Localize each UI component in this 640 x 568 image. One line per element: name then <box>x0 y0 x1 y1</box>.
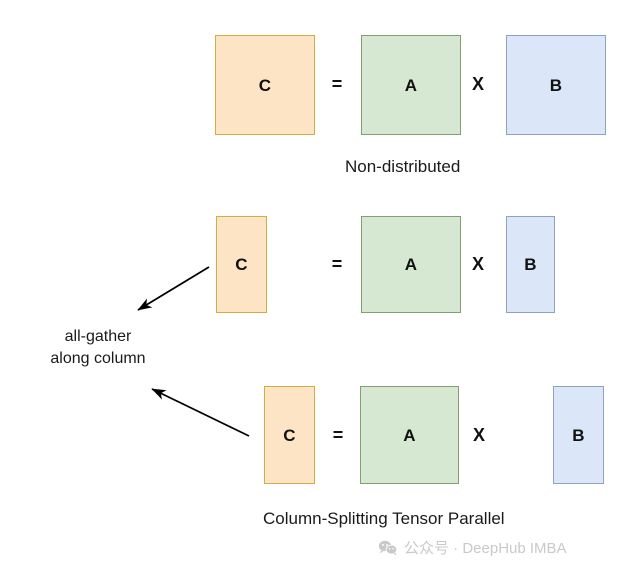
arrow-from-shard-2 <box>151 388 250 437</box>
matrix-label-a-row2: A <box>404 255 418 274</box>
equals-symbol-row3: = <box>332 425 344 445</box>
matrix-box-c-row1: C <box>215 35 315 135</box>
arrow-from-shard-1 <box>137 266 210 311</box>
caption-column-splitting: Column-Splitting Tensor Parallel <box>263 509 505 528</box>
times-symbol-row2: X <box>471 254 484 274</box>
caption-non-distributed: Non-distributed <box>345 157 461 176</box>
matrix-box-a-row2: A <box>361 216 461 313</box>
all-gather-annotation: all-gather along column <box>28 326 168 369</box>
annotation-line-2: along column <box>50 349 146 367</box>
matrix-box-c-row3: C <box>264 386 315 484</box>
matrix-box-b-row2: B <box>506 216 555 313</box>
matrix-label-c-row3: C <box>283 425 296 445</box>
times-symbol-row1: X <box>471 74 484 94</box>
watermark-text: 公众号 · DeepHub IMBA <box>404 540 567 557</box>
equals-symbol-row1: = <box>331 74 343 94</box>
annotation-line-1: all-gather <box>64 328 132 345</box>
times-symbol-row3: X <box>472 425 485 445</box>
matrix-box-b-row3: B <box>553 386 604 484</box>
watermark: 公众号 · DeepHub IMBA <box>378 537 567 558</box>
matrix-label-c-row2: C <box>235 255 248 274</box>
matrix-box-b-row1: B <box>506 35 606 135</box>
matrix-label-c-row1: C <box>258 75 272 95</box>
matrix-label-b-row1: B <box>549 75 563 95</box>
matrix-label-a-row1: A <box>404 75 418 95</box>
matrix-label-b-row2: B <box>524 255 537 274</box>
wechat-icon <box>378 540 398 556</box>
matrix-box-a-row3: A <box>360 386 459 484</box>
matrix-box-c-row2: C <box>216 216 267 313</box>
matrix-box-a-row1: A <box>361 35 461 135</box>
matrix-label-b-row3: B <box>572 425 585 445</box>
matrix-label-a-row3: A <box>403 425 416 445</box>
equals-symbol-row2: = <box>331 254 343 274</box>
